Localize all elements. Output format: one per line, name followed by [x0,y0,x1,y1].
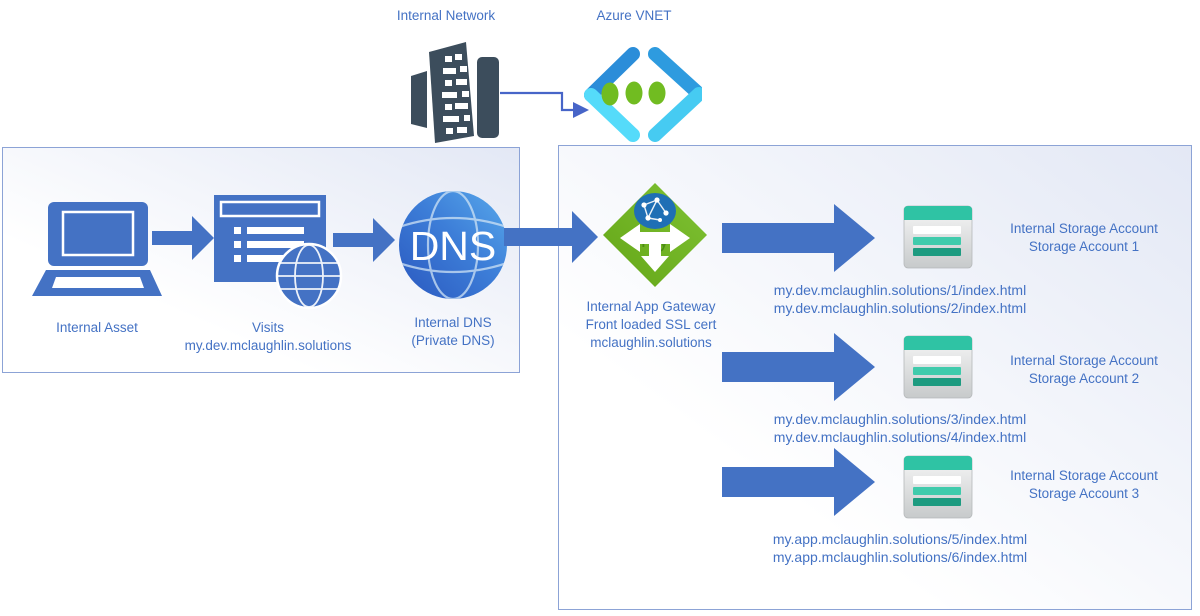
vnet-icon [584,47,702,142]
gateway-label-line1: Internal App Gateway [586,299,716,314]
storage-account-icon-3 [903,455,973,519]
browser-icon [214,195,343,310]
storage-row-arrow-1 [722,204,875,272]
storage-url-1a: my.dev.mclaughlin.solutions/1/index.html [773,282,1027,298]
storage-url-3b: my.app.mclaughlin.solutions/6/index.html [772,549,1028,565]
dns-badge-text: DNS [410,223,497,269]
storage-title-3: Internal Storage Account Storage Account… [1010,467,1158,503]
dns-label-line2: (Private DNS) [411,333,495,348]
app-gateway-icon: my [603,183,707,287]
gateway-label-line2: Front loaded SSL cert [585,317,717,332]
storage-url-1b: my.dev.mclaughlin.solutions/2/index.html [773,300,1027,316]
storage-title-1: Internal Storage Account Storage Account… [1010,220,1158,256]
gateway-label-line3: mclaughlin.solutions [590,335,712,350]
laptop-icon [32,202,162,296]
visits-label: Visits my.dev.mclaughlin.solutions [185,319,352,355]
flow-arrow-3 [504,211,598,263]
storage-account-icon-2 [903,335,973,399]
storage-urls-1: my.dev.mclaughlin.solutions/1/index.html… [774,281,1026,317]
flow-arrow-1 [152,216,214,260]
storage-title-1-line1: Internal Storage Account [1010,221,1158,236]
flow-arrow-2 [333,218,395,262]
internal-network-label: Internal Network [396,8,496,23]
storage-row-arrow-2 [722,333,875,401]
storage-title-3-line2: Storage Account 3 [1028,486,1140,501]
storage-row-arrow-3 [722,448,875,516]
asset-label: Internal Asset [56,320,138,335]
storage-url-2b: my.dev.mclaughlin.solutions/4/index.html [773,429,1027,445]
storage-title-1-line2: Storage Account 1 [1028,239,1140,254]
network-connector-arrow [500,91,589,118]
storage-url-3a: my.app.mclaughlin.solutions/5/index.html [772,531,1028,547]
storage-urls-3: my.app.mclaughlin.solutions/5/index.html… [773,530,1027,566]
storage-urls-2: my.dev.mclaughlin.solutions/3/index.html… [774,410,1026,446]
storage-url-2a: my.dev.mclaughlin.solutions/3/index.html [773,411,1027,427]
visits-label-line2: my.dev.mclaughlin.solutions [184,338,352,353]
storage-title-2: Internal Storage Account Storage Account… [1010,352,1158,388]
azure-vnet-label: Azure VNET [596,8,672,23]
gateway-label: Internal App Gateway Front loaded SSL ce… [586,298,717,352]
storage-title-2-line2: Storage Account 2 [1028,371,1140,386]
storage-account-icon-1 [903,205,973,269]
dns-label: Internal DNS (Private DNS) [411,314,494,350]
visits-label-line1: Visits [251,320,285,335]
storage-title-2-line1: Internal Storage Account [1010,353,1158,368]
dns-icon: DNS [399,191,507,299]
server-icon [411,42,499,143]
dns-label-line1: Internal DNS [414,315,492,330]
storage-title-3-line1: Internal Storage Account [1010,468,1158,483]
